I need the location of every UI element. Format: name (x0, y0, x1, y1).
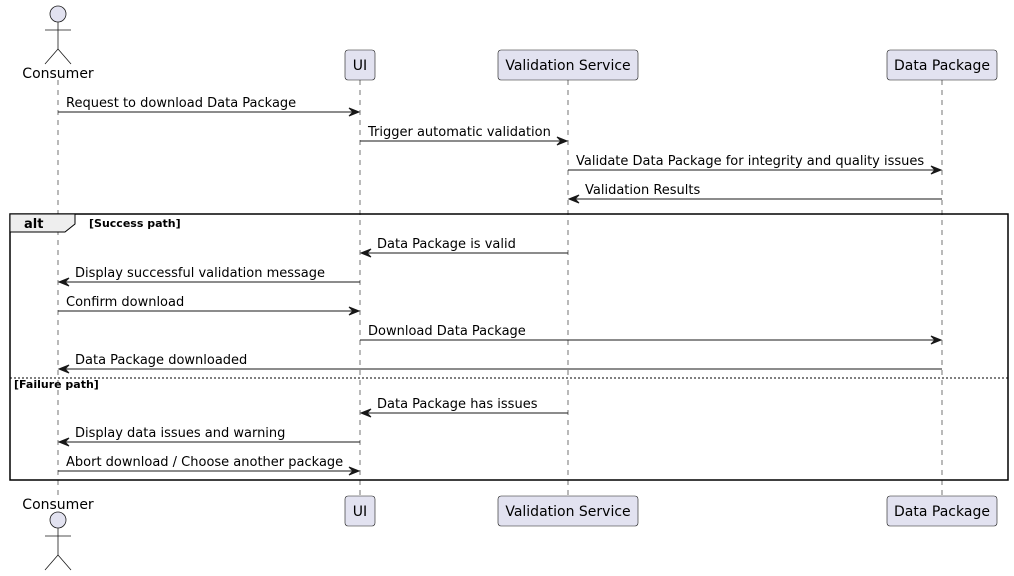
alt-operator-label: alt (24, 217, 43, 232)
message-label: Download Data Package (368, 324, 526, 339)
message-arrowhead-icon (359, 248, 372, 258)
message-arrowhead-icon (556, 136, 569, 146)
message-arrowhead-icon (348, 466, 361, 476)
alt-fragment-frame (9, 213, 1009, 481)
participant-top-package-label: Data Package (894, 58, 990, 74)
success-guard-label: [Success path] (89, 217, 181, 230)
actor-leg-left (44, 48, 59, 65)
message-label: Validate Data Package for integrity and … (576, 154, 924, 169)
message-label: Confirm download (66, 295, 184, 310)
message-arrowhead-icon (57, 277, 70, 287)
participant-bottom-validation-label: Validation Service (505, 504, 630, 520)
actor-head-icon (49, 5, 67, 23)
message-label: Abort download / Choose another package (66, 455, 343, 470)
alt-fragment-tab (9, 213, 76, 233)
participant-bottom-ui-label: UI (353, 504, 367, 520)
message-label: Display data issues and warning (75, 426, 285, 441)
participant-top-consumer: Consumer (22, 66, 94, 82)
participant-bottom-package-label: Data Package (894, 504, 990, 520)
message-arrowhead-icon (359, 408, 372, 418)
message-label: Data Package has issues (377, 397, 538, 412)
message-label: Request to download Data Package (66, 96, 296, 111)
message-label: Validation Results (585, 183, 700, 198)
participant-box-bottom-ui (344, 495, 376, 527)
failure-guard-label: [Failure path] (14, 378, 99, 391)
message-label: Data Package is valid (377, 237, 516, 252)
actor-head-icon (49, 511, 67, 529)
message-arrowhead-icon (930, 335, 943, 345)
actor-leg-right (57, 48, 72, 65)
participant-top-validation-label: Validation Service (505, 58, 630, 74)
participant-box-top-package (886, 49, 998, 81)
message-arrowhead-icon (930, 165, 943, 175)
participant-box-top-validation (497, 49, 639, 81)
participant-bottom-consumer: Consumer (22, 497, 94, 513)
participant-box-top-ui (344, 49, 376, 81)
participant-box-bottom-validation (497, 495, 639, 527)
message-arrowhead-icon (567, 194, 580, 204)
message-arrowhead-icon (57, 364, 70, 374)
actor-leg-right (57, 554, 72, 571)
participant-top-ui-label: UI (353, 58, 367, 74)
message-label: Trigger automatic validation (367, 125, 551, 140)
message-label: Data Package downloaded (75, 353, 247, 368)
message-arrowhead-icon (57, 437, 70, 447)
message-arrowhead-icon (348, 306, 361, 316)
message-arrowhead-icon (348, 107, 361, 117)
actor-leg-left (44, 554, 59, 571)
participant-box-bottom-package (886, 495, 998, 527)
message-label: Display successful validation message (75, 266, 325, 281)
